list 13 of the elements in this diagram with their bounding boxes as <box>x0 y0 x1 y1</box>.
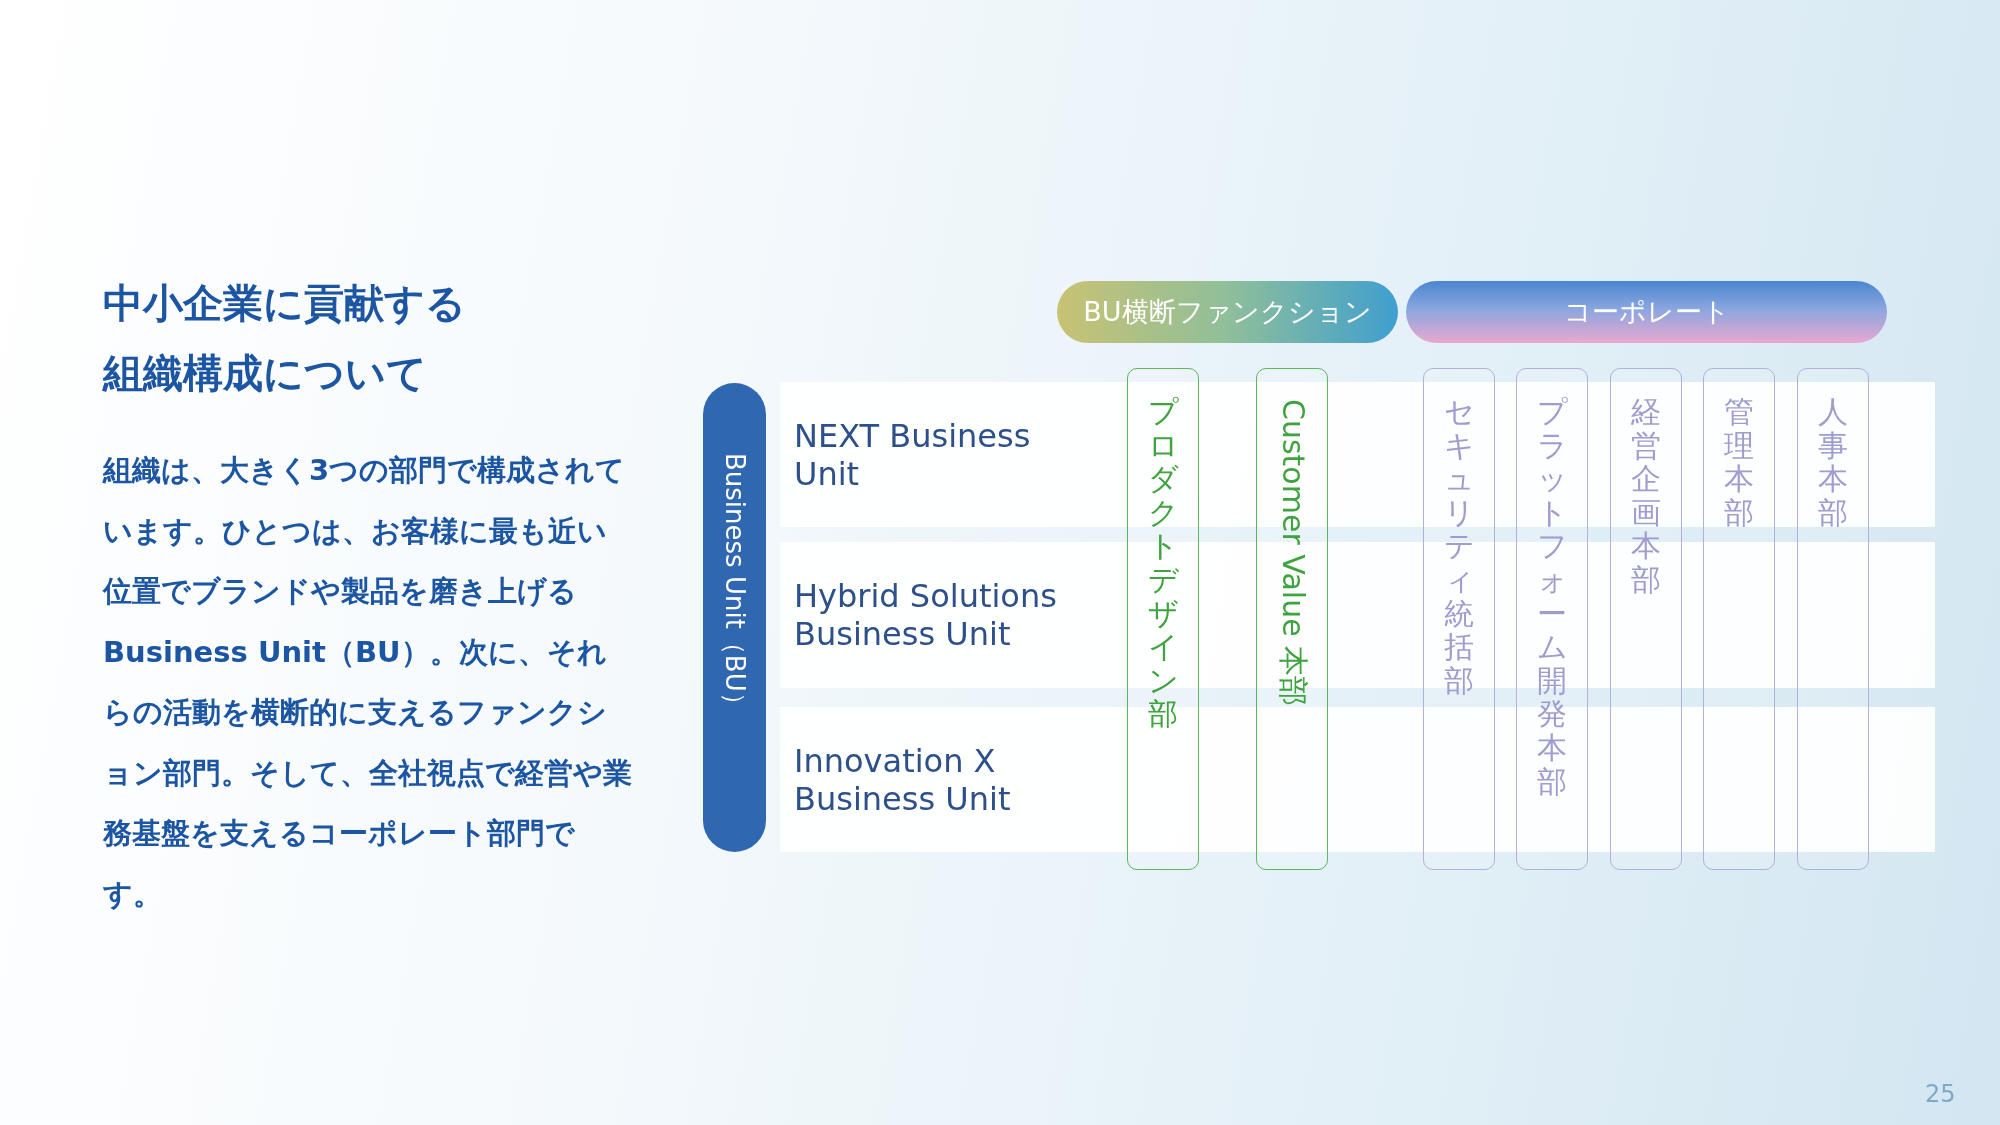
department-column: プラットフォーム開発本部 <box>1516 368 1588 870</box>
category-pill: BU横断ファンクション <box>1057 281 1398 343</box>
department-column: 人事本部 <box>1797 368 1869 870</box>
heading: 中小企業に貢献する組織構成について <box>103 279 467 398</box>
department-column: 経営企画本部 <box>1610 368 1682 870</box>
description-text: 組織は、大きく3つの部門で構成されています。ひとつは、お客様に最も近い位置でブランドや製品を磨き上げるBusiness Unit（BU）。次に、それらの活動を横断的に支えるファンクション部門。そして、全社視点で経営や業務基盤を支えるコーポレート部門です。 <box>103 452 633 913</box>
department-column: プロダクトデザイン部 <box>1127 368 1199 870</box>
page-number: 25 <box>1925 1080 1956 1108</box>
department-column: 管理本部 <box>1703 368 1775 870</box>
department-column: Customer Value 本部 <box>1256 368 1328 870</box>
unit-bar: Business Unit（BU） <box>703 383 766 852</box>
category-pill: コーポレート <box>1406 281 1887 343</box>
department-column: セキュリティ統括部 <box>1423 368 1495 870</box>
